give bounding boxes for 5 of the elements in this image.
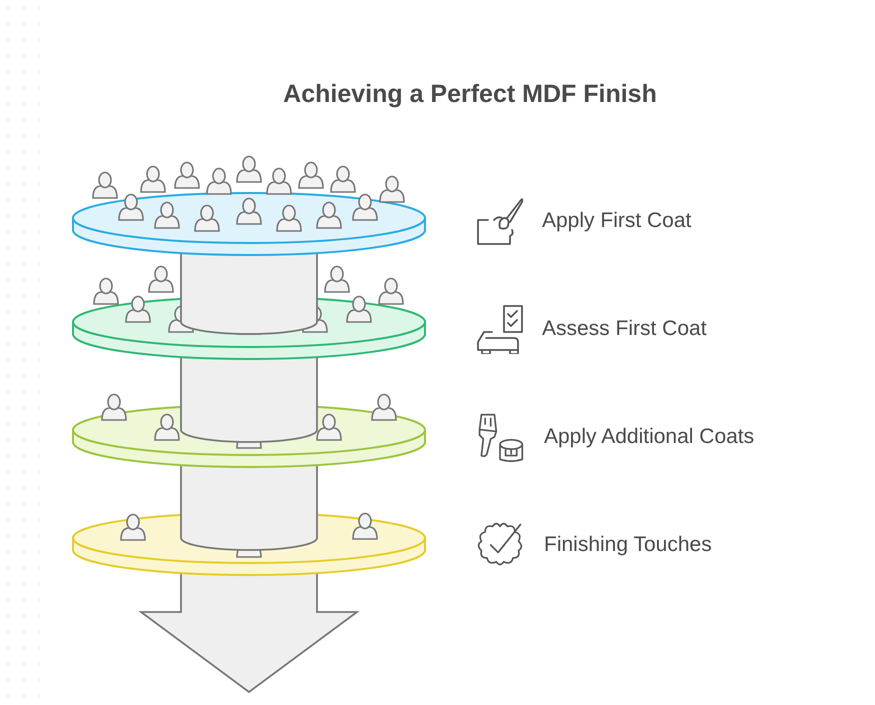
step-label: Finishing Touches: [544, 532, 712, 558]
step-label: Apply First Coat: [542, 208, 692, 234]
diagram-title: Achieving a Perfect MDF Finish: [282, 79, 658, 110]
step-label: Apply Additional Coats: [544, 424, 754, 450]
step-label: Assess First Coat: [542, 316, 707, 342]
